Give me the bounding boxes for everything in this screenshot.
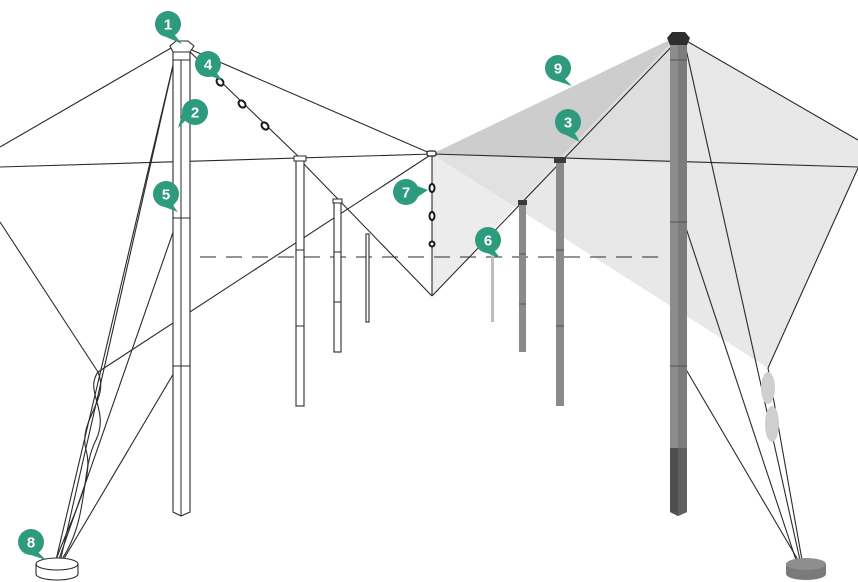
markers: 1 2 3 4 5 6 7	[18, 11, 581, 560]
guy-line-left-twist	[55, 371, 102, 561]
svg-text:9: 9	[554, 61, 562, 78]
pole-mid-left-cap	[293, 155, 307, 162]
guy-line-right-3	[683, 365, 799, 561]
pole-far-2	[491, 254, 494, 322]
guy-line-right-1	[683, 39, 801, 561]
marker-9: 9	[545, 55, 572, 86]
coverage-area-under	[432, 154, 560, 296]
pole-mid-right-small	[519, 204, 526, 352]
cable-v-left	[299, 159, 433, 297]
marker-3: 3	[555, 109, 581, 142]
svg-text:8: 8	[27, 535, 35, 552]
marker-4: 4	[195, 51, 222, 80]
svg-text:4: 4	[204, 57, 213, 74]
poles	[169, 32, 690, 517]
coverage-area-mid	[432, 36, 678, 164]
guy-line-right-2	[683, 221, 797, 561]
ring-hanger-1	[428, 183, 436, 193]
pole-right-main-cap	[667, 32, 690, 45]
guy-line-right-5	[767, 367, 803, 561]
pole-mid-right	[556, 162, 564, 406]
svg-text:3: 3	[564, 115, 572, 132]
marker-2: 2	[178, 99, 208, 128]
svg-text:5: 5	[162, 187, 170, 204]
cables	[0, 35, 858, 563]
svg-text:2: 2	[191, 105, 199, 122]
ring-chain-2	[237, 99, 247, 109]
pole-mid-left-small-cap	[332, 198, 343, 204]
guy-line-left-4	[61, 365, 179, 563]
horizontal-cable-left	[0, 153, 433, 168]
marker-8: 8	[18, 529, 46, 560]
cable-top-left-outer	[0, 43, 179, 148]
twisted-rope-right	[761, 372, 779, 442]
anchor-left	[35, 557, 79, 581]
horizontal-cable-right	[431, 153, 858, 168]
guy-line-left-twist-2	[59, 371, 101, 563]
center-clamp	[426, 150, 437, 157]
coverage-shading	[432, 36, 858, 368]
svg-text:6: 6	[484, 233, 492, 250]
guy-line-right-4	[767, 167, 858, 369]
cable-left-diagonal	[0, 221, 99, 373]
ring-chain-3	[260, 121, 270, 131]
guy-line-left-2	[59, 43, 179, 563]
marker-1: 1	[155, 11, 182, 44]
rings	[215, 77, 437, 248]
pole-far-1	[365, 233, 370, 323]
cable-top-right-outer	[677, 35, 858, 141]
anchor-right	[786, 558, 826, 580]
guy-line-left-5	[97, 153, 433, 373]
ring-chain-1	[215, 77, 225, 87]
marker-6: 6	[475, 227, 501, 258]
pole-mid-left-small	[333, 201, 342, 353]
cable-v-right	[431, 39, 679, 297]
pole-left-main-cap	[169, 40, 195, 53]
ring-hanger-2	[428, 211, 436, 221]
ring-hanger-3	[428, 240, 436, 248]
marker-5: 5	[153, 181, 179, 212]
svg-text:7: 7	[402, 185, 410, 202]
svg-text:1: 1	[164, 17, 172, 34]
guy-line-left-1	[55, 43, 179, 561]
pole-mid-left	[295, 159, 305, 407]
marker-7: 7	[393, 179, 428, 205]
